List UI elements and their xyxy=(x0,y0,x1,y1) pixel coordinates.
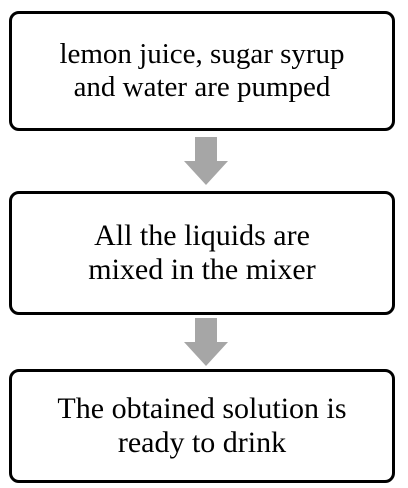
down-arrow-shape xyxy=(184,318,228,366)
down-arrow-shape xyxy=(184,137,228,185)
step-box-pump: lemon juice, sugar syrup and water are p… xyxy=(9,11,395,131)
step-box-mix: All the liquids are mixed in the mixer xyxy=(9,191,395,315)
down-arrow-icon xyxy=(184,137,228,185)
step-text-mix: All the liquids are mixed in the mixer xyxy=(88,219,316,286)
down-arrow-icon xyxy=(184,318,228,366)
step-box-ready: The obtained solution is ready to drink xyxy=(9,369,395,483)
step-text-pump: lemon juice, sugar syrup and water are p… xyxy=(59,38,345,103)
step-text-ready: The obtained solution is ready to drink xyxy=(57,392,347,459)
